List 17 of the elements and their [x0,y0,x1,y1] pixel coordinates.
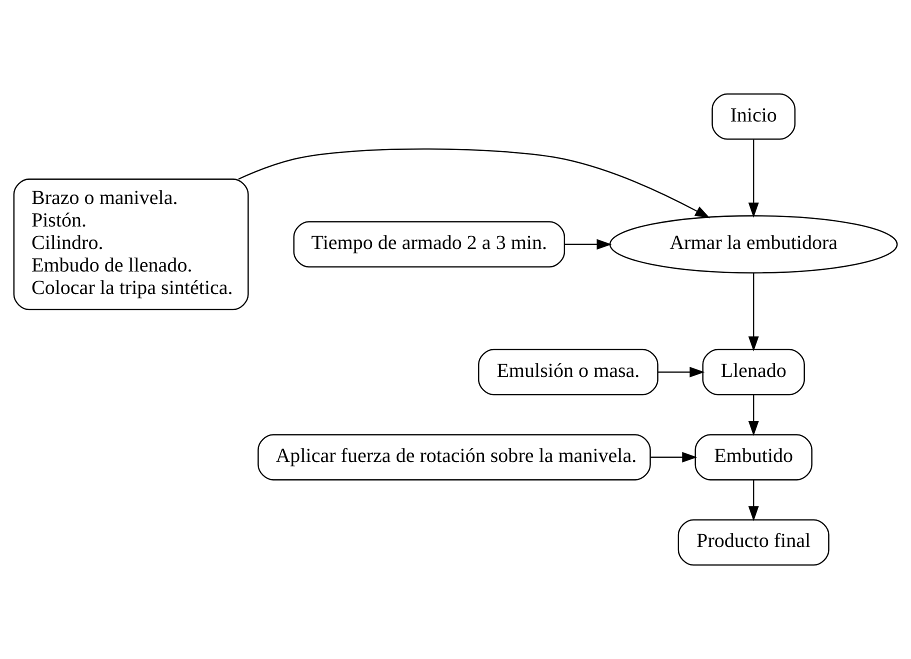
node-box: Aplicar fuerza de rotación sobre la manivela. [258,434,651,480]
arrow [650,452,698,463]
node-ellipse: Armar la embutidora [609,215,898,274]
node-box: Inicio [712,93,796,140]
arrow [748,480,759,522]
node-box: Llenado [702,348,805,396]
node-box: Producto final [678,519,830,566]
arrow [564,239,612,250]
node-box: Tiempo de armado 2 a 3 min. [293,221,566,268]
node-box: Embutido [694,434,812,480]
node-box: Emulsión o masa. [478,348,658,396]
arrow [658,366,705,378]
arrow [238,148,710,218]
node-box: Brazo o manivela. Pistón. Cilindro. Embudo de llenado. Colocar la tripa sintética. [13,178,249,310]
arrow [748,272,759,352]
arrow [748,140,759,218]
arrow [748,395,759,436]
